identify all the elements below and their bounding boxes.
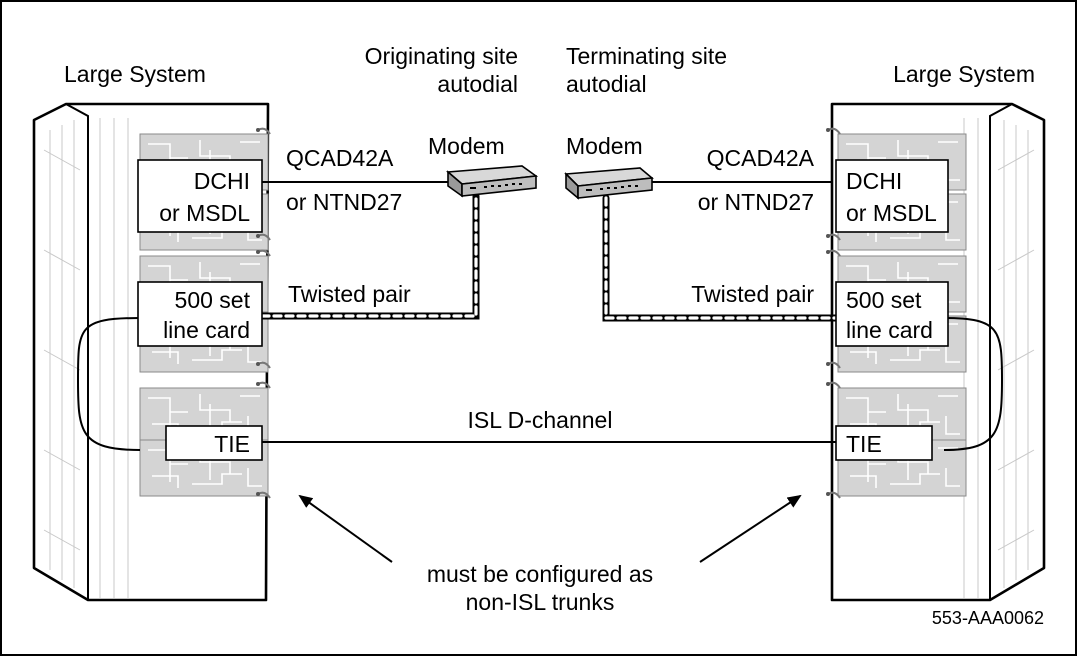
left-modem-label: Modem [428, 133, 505, 159]
left-twisted-pair-cable [258, 192, 480, 320]
isl-d-channel-label: ISL D-channel [468, 407, 613, 433]
left-cable-label-1: QCAD42A [286, 145, 394, 171]
right-cable-label-2: or NTND27 [698, 189, 814, 215]
left-dchi-box: DCHI or MSDL [137, 159, 263, 233]
right-twisted-pair-cable [602, 194, 840, 322]
left-linecard-box: 500 set line card [137, 281, 263, 347]
note-arrows [298, 494, 802, 563]
left-tie-box: TIE [165, 425, 263, 461]
right-tie-label: TIE [846, 431, 882, 457]
originating-site-label: Originating site [365, 43, 518, 69]
originating-autodial-label: autodial [437, 71, 518, 97]
right-dchi-box: DCHI or MSDL [835, 159, 949, 233]
left-msdl-label: or MSDL [159, 200, 250, 226]
connection-wires [76, 181, 1004, 451]
left-modem-icon [446, 165, 539, 198]
terminating-autodial-label: autodial [566, 71, 647, 97]
left-system-title: Large System [64, 61, 206, 87]
note-line-1: must be configured as [427, 561, 653, 587]
left-note-arrow [298, 494, 393, 563]
right-loopback-cable [943, 317, 1004, 451]
right-linecard-label: line card [846, 317, 933, 343]
right-modem-label: Modem [566, 133, 643, 159]
terminating-site-label: Terminating site [566, 43, 727, 69]
right-system-title: Large System [893, 61, 1035, 87]
left-cable-label-2: or NTND27 [286, 189, 402, 215]
left-500set-label: 500 set [175, 287, 251, 313]
right-tie-box: TIE [835, 425, 933, 461]
right-dchi-label: DCHI [846, 168, 902, 194]
left-dchi-label: DCHI [194, 168, 250, 194]
left-tie-label: TIE [214, 431, 250, 457]
figure-id-label: 553-AAA0062 [932, 608, 1044, 628]
note-line-2: non-ISL trunks [466, 589, 615, 615]
left-loopback-cable [76, 317, 141, 451]
right-note-arrow [699, 494, 802, 563]
right-linecard-box: 500 set line card [835, 281, 949, 347]
right-twisted-pair-label: Twisted pair [691, 281, 814, 307]
left-linecard-label: line card [163, 317, 250, 343]
left-twisted-pair-label: Twisted pair [288, 281, 411, 307]
right-modem-icon [564, 167, 654, 200]
right-500set-label: 500 set [846, 287, 922, 313]
right-cable-label-1: QCAD42A [707, 145, 815, 171]
right-msdl-label: or MSDL [846, 200, 937, 226]
